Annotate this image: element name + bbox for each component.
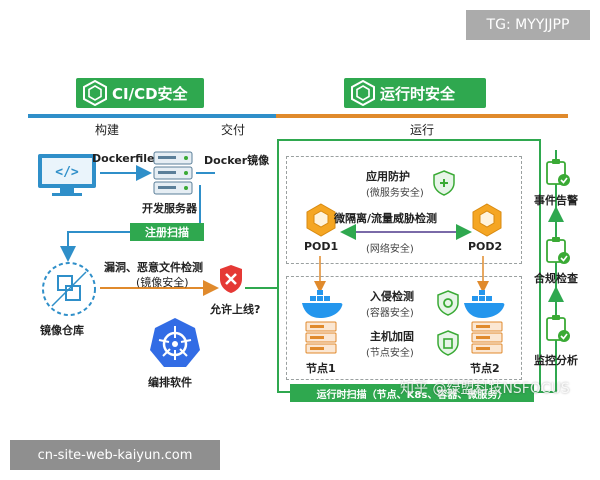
overlay-watermark: 知乎 @绿盟科技NSFOCUS xyxy=(400,381,570,397)
pod1-label: POD1 xyxy=(304,240,339,253)
host-harden-label: 主机加固 xyxy=(370,330,414,343)
red-shield-x-icon xyxy=(220,265,242,293)
pod2-icon xyxy=(472,203,502,237)
vuln-check-sub: (镜像安全) xyxy=(136,276,189,289)
register-to-repo-arrow xyxy=(60,231,130,262)
allow-online-label: 允许上线? xyxy=(210,303,261,316)
build-phase-bar xyxy=(28,114,196,118)
runtime-scan-label: 运行时扫描（节点、K8s、容器、微服务） xyxy=(290,384,534,402)
app-shield-icon xyxy=(433,170,455,196)
pod1-icon xyxy=(306,203,336,237)
monitor-label: 监控分析 xyxy=(534,354,578,367)
run-phase-label: 运行 xyxy=(410,123,435,137)
cicd-banner: CI/CD安全 xyxy=(76,78,204,108)
runtime-upper-box xyxy=(286,156,522,264)
compliance-label: 合规检查 xyxy=(534,272,578,285)
docker-whale-icon xyxy=(302,290,343,318)
image-repo-icon xyxy=(42,262,96,316)
side-line xyxy=(540,150,557,393)
runtime-lower-box xyxy=(286,276,522,380)
clipboard-check-icon xyxy=(546,237,570,264)
micro-iso-sub: (网络安全) xyxy=(366,244,414,255)
event-alert-label: 事件告警 xyxy=(534,194,578,207)
runtime-banner: 运行时安全 xyxy=(344,78,486,108)
dev-server-label: 开发服务器 xyxy=(142,202,197,215)
intrusion-label: 入侵检测 xyxy=(370,290,414,303)
run-phase-bar xyxy=(276,114,568,118)
node1-label: 节点1 xyxy=(306,362,336,375)
app-protect-sub: (微服务安全) xyxy=(366,188,424,199)
footer-tag: cn-site-web-kaiyun.com xyxy=(10,440,220,470)
deliver-phase-label: 交付 xyxy=(221,123,246,137)
clipboard-check-icon xyxy=(546,315,570,342)
node2-label: 节点2 xyxy=(470,362,500,375)
clipboard-check-icon xyxy=(546,159,570,186)
image-repo-label: 镜像仓库 xyxy=(40,324,84,337)
docker-whale-icon xyxy=(464,290,505,318)
watermark-tag: TG: MYYJJPP xyxy=(466,10,590,40)
build-phase-label: 构建 xyxy=(95,123,120,137)
deliver-phase-bar xyxy=(196,114,276,118)
runtime-banner-label: 运行时安全 xyxy=(380,84,456,103)
svg-text:</>: </> xyxy=(55,165,79,180)
dockerfile-label: Dockerfile xyxy=(92,152,155,165)
intrusion-sub: (容器安全) xyxy=(366,308,414,319)
host-shield-icon xyxy=(437,330,459,356)
register-scan-label: 注册扫描 xyxy=(130,223,204,241)
host-harden-sub: (节点安全) xyxy=(366,348,414,359)
pod2-label: POD2 xyxy=(468,240,503,253)
docker-image-label: Docker镜像 xyxy=(204,154,270,167)
cicd-banner-label: CI/CD安全 xyxy=(112,84,188,103)
hexagon-shield-icon xyxy=(83,80,107,106)
kubernetes-icon xyxy=(150,318,200,367)
code-monitor-icon: </> xyxy=(38,154,96,196)
node1-server-icon xyxy=(305,321,337,354)
hexagon-shield-icon xyxy=(351,80,375,106)
server-icon xyxy=(153,151,193,195)
vuln-check-label: 漏洞、恶意文件检测 xyxy=(104,261,203,274)
micro-iso-label: 微隔离/流量威胁检测 xyxy=(334,212,438,225)
orchestration-label: 编排软件 xyxy=(148,376,192,389)
app-protect-label: 应用防护 xyxy=(366,170,410,183)
node2-server-icon xyxy=(471,321,503,354)
container-shield-icon xyxy=(437,290,459,316)
